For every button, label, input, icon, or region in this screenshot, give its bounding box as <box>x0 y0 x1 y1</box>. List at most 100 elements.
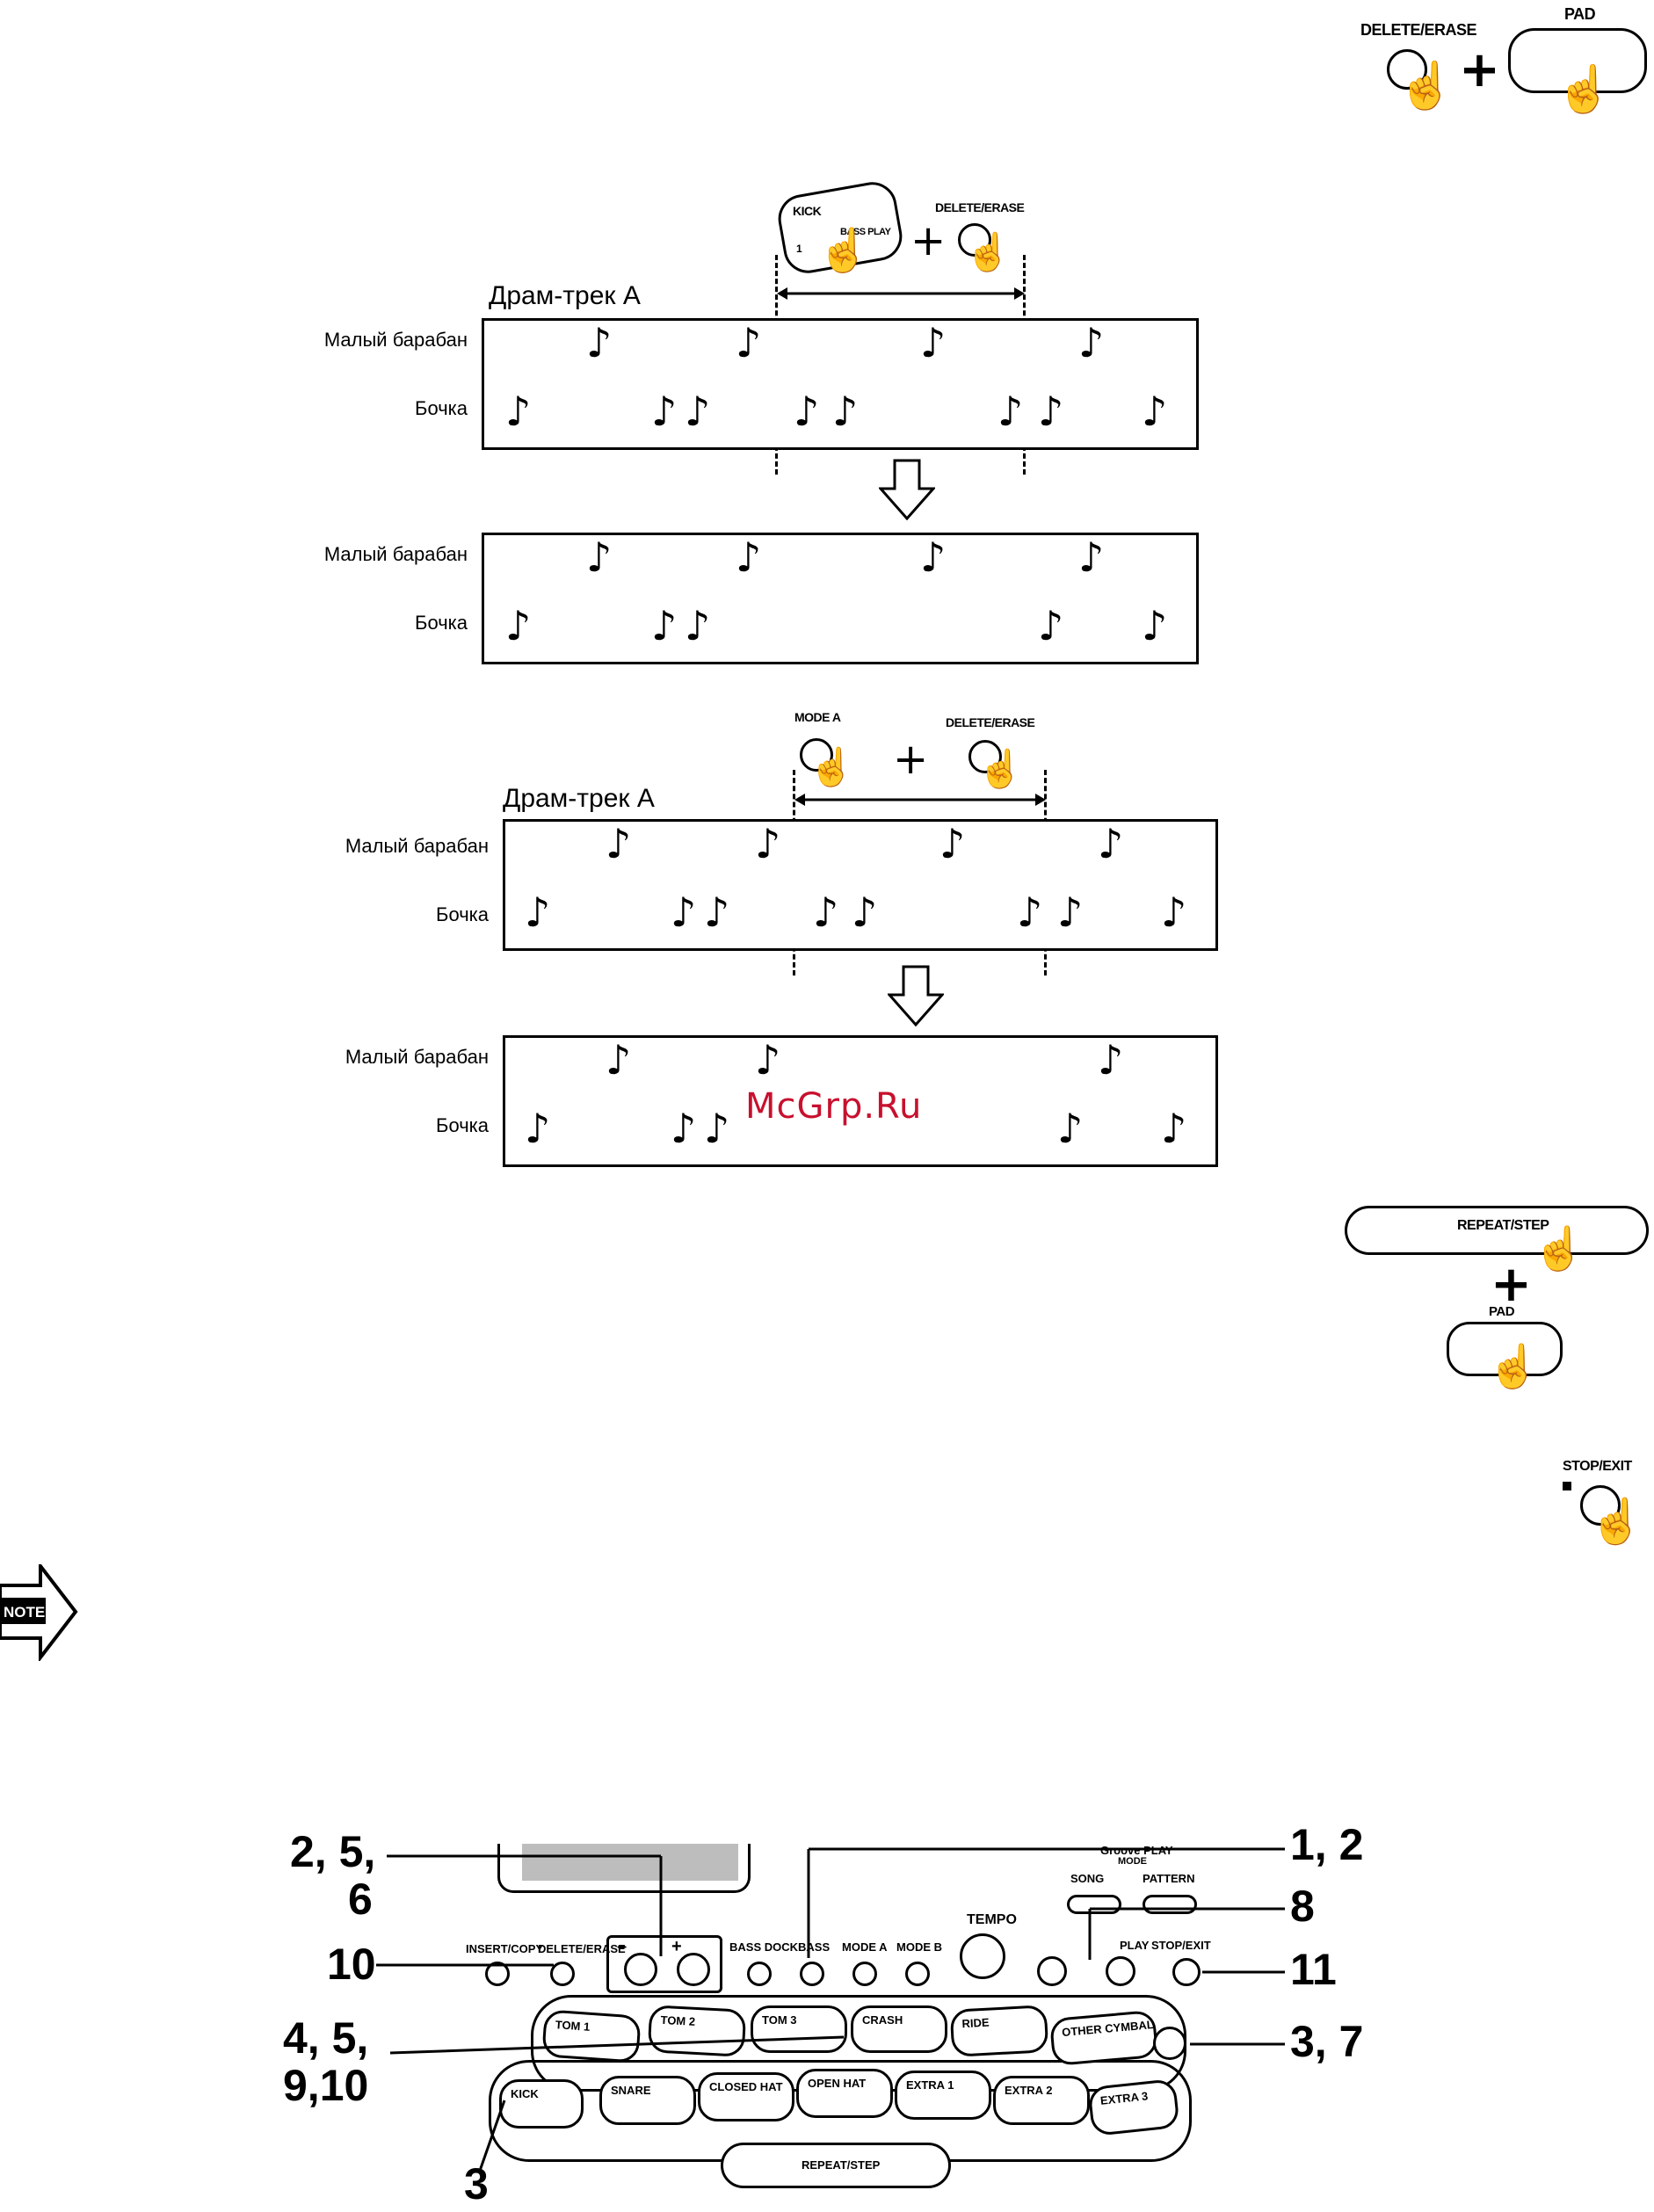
minus-button[interactable] <box>624 1953 657 1986</box>
kick-number: 1 <box>796 243 802 255</box>
kick-note: ♪ <box>685 602 711 649</box>
callout-3-7: 3, 7 <box>1290 2017 1364 2066</box>
pad-crash[interactable]: CRASH <box>851 2005 947 2053</box>
pad-extra2[interactable]: EXTRA 2 <box>993 2076 1090 2125</box>
kick-note: ♪ <box>704 1105 730 1152</box>
kick-note: ♪ <box>505 602 532 649</box>
drum-grid-before: ♪ ♪ ♪ ♪ ♪ ♪ ♪ ♪ ♪ ♪ ♪ ♪ <box>503 819 1218 951</box>
callout-3: 3 <box>464 2159 489 2208</box>
panel-delete-erase-button[interactable] <box>550 1962 575 1986</box>
kick-note: ♪ <box>997 388 1024 435</box>
kick-note: ♪ <box>794 388 820 435</box>
pattern-button[interactable] <box>1143 1895 1197 1914</box>
delete-erase-button[interactable] <box>1387 49 1427 90</box>
pad-ride[interactable]: RIDE <box>949 2005 1049 2057</box>
kick-label: KICK <box>793 204 822 218</box>
mode-a-button[interactable] <box>800 738 833 772</box>
kick-note: ♪ <box>1057 1105 1084 1152</box>
finger-press-icon: ☝ <box>1533 1226 1585 1273</box>
pad-tom1[interactable]: TOM 1 <box>541 2009 642 2063</box>
snare-note: ♪ <box>606 1036 632 1084</box>
finger-press-icon: ☝ <box>1556 64 1613 115</box>
finger-press-icon: ☝ <box>817 228 870 274</box>
lcd-display-frame <box>497 1844 751 1893</box>
volume-knob[interactable] <box>1153 2027 1186 2060</box>
snare-note: ♪ <box>920 319 947 366</box>
pattern-label: PATTERN <box>1143 1872 1195 1885</box>
note-icon-text: NOTE <box>4 1604 45 1621</box>
pad-other-cymbal[interactable]: OTHER CYMBAL <box>1048 2009 1159 2067</box>
down-arrow <box>888 965 944 1026</box>
play-button[interactable] <box>1106 1956 1135 1986</box>
pad-kick[interactable]: KICK <box>499 2079 584 2129</box>
insert-copy-button[interactable] <box>485 1962 510 1986</box>
pad-label: PAD <box>1489 1304 1515 1319</box>
mode-a-panel-button[interactable] <box>852 1962 877 1986</box>
plus-sign: + <box>893 735 929 784</box>
callout-4-5-9-10: 4, 5, 9,10 <box>283 2013 369 2110</box>
kick-note: ♪ <box>685 388 711 435</box>
snare-note: ♪ <box>1098 1036 1124 1084</box>
finger-press-icon: ☝ <box>1487 1344 1540 1390</box>
pad-label: PAD <box>1564 5 1596 23</box>
finger-press-icon: ☝ <box>1397 61 1455 112</box>
kick-note: ♪ <box>651 602 678 649</box>
finger-press-icon: ☝ <box>977 748 1024 789</box>
kick-note: ♪ <box>505 388 532 435</box>
stop-exit-panel-label: STOP/EXIT <box>1151 1939 1211 1952</box>
plus-button[interactable] <box>677 1953 710 1986</box>
mode-b-button[interactable] <box>905 1962 930 1986</box>
snare-note: ♪ <box>920 533 947 581</box>
pad-closed-hat[interactable]: CLOSED HAT <box>698 2072 794 2121</box>
kick-note: ♪ <box>525 888 551 936</box>
track-title: Драм-трек А <box>489 281 641 310</box>
snare-note: ♪ <box>755 1036 781 1084</box>
pad-open-hat[interactable]: OPEN HAT <box>796 2069 893 2118</box>
stop-exit-button[interactable] <box>1580 1485 1621 1526</box>
tempo-knob[interactable] <box>960 1933 1005 1979</box>
panel-repeat-step-button[interactable] <box>721 2143 951 2188</box>
kick-note: ♪ <box>1038 388 1064 435</box>
pad-tom2[interactable]: TOM 2 <box>647 2005 747 2057</box>
delete-erase-button[interactable] <box>958 223 991 257</box>
stop-square-icon <box>1563 1482 1571 1490</box>
watermark: McGrp.Ru <box>745 1086 923 1127</box>
kick-note: ♪ <box>1142 388 1168 435</box>
finger-press-icon: ☝ <box>965 231 1012 272</box>
record-button[interactable] <box>1037 1956 1067 1986</box>
plus-sign: + <box>910 216 947 265</box>
pad-extra3[interactable]: EXTRA 3 <box>1087 2078 1180 2137</box>
tempo-label: TEMPO <box>967 1912 1017 1927</box>
row-label-snare: Малый барабан <box>323 329 468 351</box>
song-button[interactable] <box>1067 1895 1121 1914</box>
repeat-step-button[interactable] <box>1345 1206 1649 1255</box>
pad-extra1[interactable]: EXTRA 1 <box>895 2071 991 2120</box>
kick-note: ♪ <box>832 388 859 435</box>
pad-button[interactable] <box>1508 28 1647 93</box>
bass-label: BASS <box>798 1940 831 1954</box>
value-buttons-frame <box>606 1935 722 1993</box>
bass-button[interactable] <box>800 1962 824 1986</box>
row-label-snare: Малый барабан <box>345 1046 489 1068</box>
delete-erase-button[interactable] <box>968 740 1002 773</box>
minus-label: – <box>617 1937 628 1956</box>
panel-repeat-step-label: REPEAT/STEP <box>802 2158 881 2172</box>
kick-note: ♪ <box>671 1105 697 1152</box>
delete-erase-label: DELETE/ERASE <box>946 715 1035 729</box>
drum-grid-after: ♪ ♪ ♪ ♪ ♪ ♪ ♪ ♪ ♪ <box>482 533 1199 664</box>
bass-dock-button[interactable] <box>747 1962 772 1986</box>
snare-note: ♪ <box>586 533 613 581</box>
callout-11: 11 <box>1290 1945 1337 1994</box>
pad-tom3[interactable]: TOM 3 <box>751 2005 847 2053</box>
pad-button[interactable] <box>1447 1322 1563 1376</box>
plus-sign: + <box>1459 41 1500 98</box>
kick-note: ♪ <box>1038 602 1064 649</box>
kick-note: ♪ <box>1161 888 1187 936</box>
kick-note: ♪ <box>671 888 697 936</box>
stop-exit-panel-button[interactable] <box>1172 1958 1201 1986</box>
pad-snare[interactable]: SNARE <box>599 2076 696 2125</box>
callout-1-2: 1, 2 <box>1290 1820 1364 1869</box>
groove-play-label: Groove PLAY <box>1100 1844 1173 1857</box>
note-arrow-icon: NOTE <box>0 1564 78 1661</box>
snare-note: ♪ <box>755 820 781 867</box>
